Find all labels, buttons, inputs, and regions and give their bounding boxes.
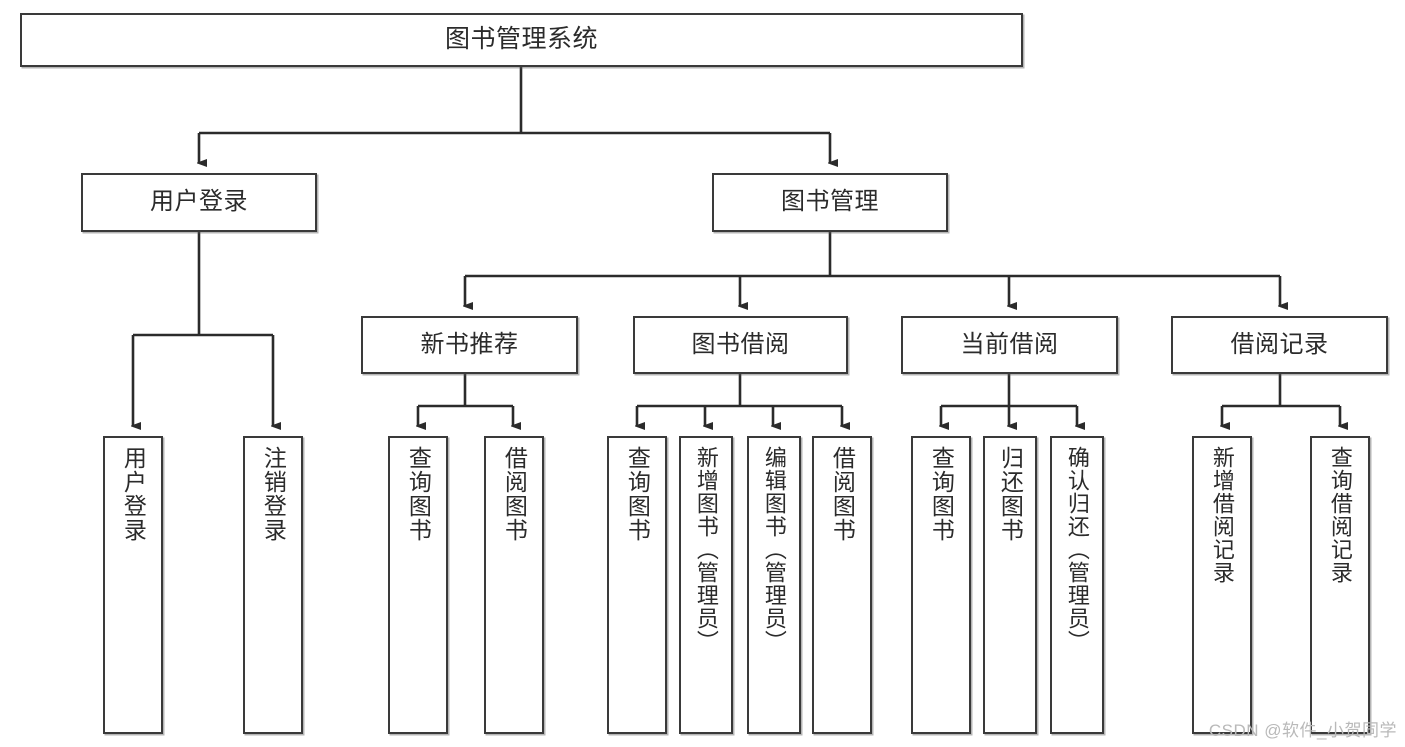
node-leaf-confirm-return[interactable]: 确认归还（管理员） (1050, 436, 1104, 734)
node-current-borrow[interactable]: 当前借阅 (901, 316, 1118, 374)
node-new-book-recommend[interactable]: 新书推荐 (361, 316, 578, 374)
node-leaf-add-record[interactable]: 新增借阅记录 (1192, 436, 1252, 734)
node-leaf-borrow-book-1[interactable]: 借阅图书 (484, 436, 544, 734)
node-label: 新书推荐 (420, 330, 519, 358)
node-label: 新增图书（管理员） (693, 446, 719, 653)
node-leaf-add-book[interactable]: 新增图书（管理员） (679, 436, 733, 734)
node-label: 查询借阅记录 (1327, 446, 1353, 584)
node-label: 查询图书 (928, 446, 955, 542)
node-label: 图书管理 (781, 188, 879, 216)
node-label: 图书借阅 (691, 330, 790, 358)
node-label: 注销登录 (260, 446, 287, 542)
node-root-book-management-system[interactable]: 图书管理系统 (20, 13, 1023, 67)
node-label: 图书管理系统 (444, 25, 598, 54)
node-label: 归还图书 (997, 446, 1024, 542)
node-leaf-logout-login[interactable]: 注销登录 (243, 436, 303, 734)
node-leaf-return-book[interactable]: 归还图书 (983, 436, 1037, 734)
node-leaf-query-book-2[interactable]: 查询图书 (607, 436, 667, 734)
node-label: 借阅图书 (501, 446, 528, 542)
node-book-borrow[interactable]: 图书借阅 (633, 316, 848, 374)
node-leaf-query-book-3[interactable]: 查询图书 (911, 436, 971, 734)
node-label: 当前借阅 (960, 330, 1059, 358)
node-label: 编辑图书（管理员） (761, 446, 787, 653)
node-label: 借阅记录 (1230, 330, 1329, 358)
node-label: 确认归还（管理员） (1064, 446, 1090, 653)
node-borrow-record[interactable]: 借阅记录 (1171, 316, 1388, 374)
node-label: 借阅图书 (829, 446, 856, 542)
node-leaf-query-book-1[interactable]: 查询图书 (388, 436, 448, 734)
node-book-management[interactable]: 图书管理 (712, 173, 948, 232)
node-leaf-edit-book[interactable]: 编辑图书（管理员） (747, 436, 801, 734)
node-label: 查询图书 (405, 446, 432, 542)
node-leaf-user-login[interactable]: 用户登录 (103, 436, 163, 734)
node-leaf-borrow-book-2[interactable]: 借阅图书 (812, 436, 872, 734)
csdn-watermark: CSDN @软件_小贺同学 (1208, 721, 1397, 740)
node-label: 用户登录 (150, 188, 248, 216)
node-leaf-query-record[interactable]: 查询借阅记录 (1310, 436, 1370, 734)
node-label: 查询图书 (624, 446, 651, 542)
node-label: 用户登录 (120, 446, 147, 542)
node-label: 新增借阅记录 (1209, 446, 1235, 584)
node-user-login[interactable]: 用户登录 (81, 173, 317, 232)
